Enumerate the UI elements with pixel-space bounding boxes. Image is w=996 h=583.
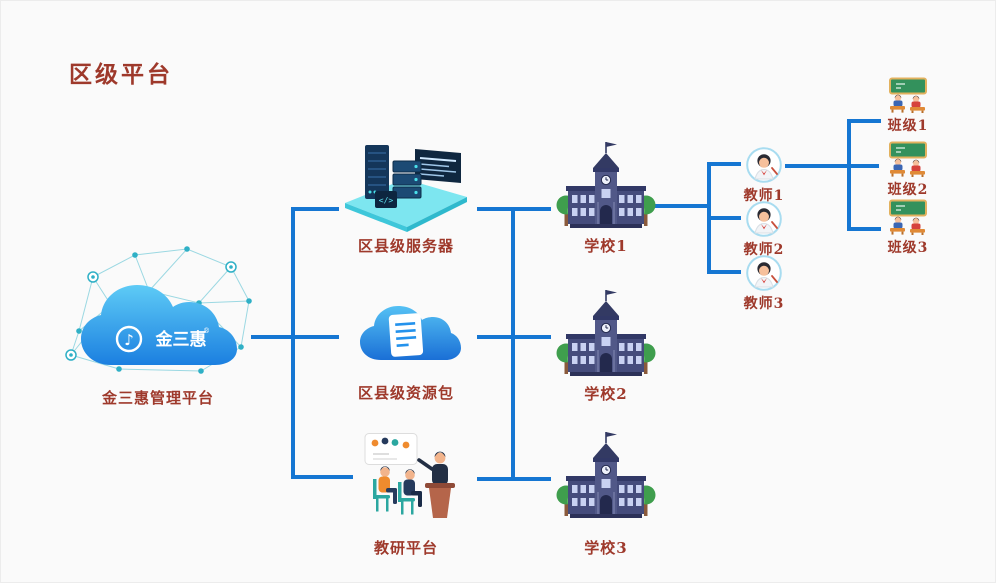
connector-line	[291, 475, 353, 479]
meeting-illustration	[364, 433, 455, 518]
listener-figure-2	[398, 469, 422, 515]
server-rack	[365, 145, 389, 199]
classroom-illustration	[885, 77, 931, 113]
svg-text:</>: </>	[379, 196, 394, 205]
node-class-3: 班级3	[873, 199, 943, 257]
connector-line	[477, 477, 551, 481]
teacher-avatar-icon	[746, 255, 782, 291]
connector-line	[707, 270, 741, 274]
node-district-resource: 区县级资源包	[349, 294, 463, 403]
resource-cloud-illustration	[360, 306, 461, 360]
node-label: 区县级服务器	[357, 237, 454, 255]
network-cloud-illustration: ♪ 金三惠 ®	[65, 246, 252, 374]
connector-line	[847, 227, 881, 231]
connector-line	[291, 207, 339, 211]
classroom-illustration	[885, 199, 931, 235]
document-icon	[388, 313, 424, 357]
node-label: 学校3	[584, 539, 628, 557]
teacher-avatar-icon	[746, 201, 782, 237]
connector-line	[785, 164, 879, 168]
school-illustration	[556, 287, 656, 381]
node-class-2: 班级2	[873, 141, 943, 199]
listener-figure-1	[373, 466, 397, 512]
connector-line	[653, 204, 711, 208]
school-illustration	[556, 429, 656, 523]
node-teacher-3: 教师3	[736, 255, 792, 313]
classroom-illustration	[885, 141, 931, 177]
connector-line	[511, 207, 515, 481]
node-label: 教师3	[743, 296, 785, 312]
teacher-avatar-icon	[746, 147, 782, 183]
logo-text: 金三惠	[155, 329, 207, 350]
node-label: 教师1	[743, 188, 785, 204]
connector-line	[477, 335, 551, 339]
node-label: 区县级资源包	[357, 384, 454, 402]
node-label: 金三惠管理平台	[101, 389, 214, 407]
node-label: 学校1	[584, 237, 628, 255]
diagram-title: 区级平台	[69, 61, 173, 88]
server-stack	[392, 160, 422, 199]
node-district-server: </> 区县级服务器	[339, 135, 473, 256]
node-label: 教研平台	[373, 539, 438, 557]
node-teacher-2: 教师2	[736, 201, 792, 259]
node-label: 班级2	[887, 182, 929, 198]
node-research-platform: 教研平台	[353, 433, 459, 558]
logo-registered-mark: ®	[203, 327, 210, 335]
node-label: 班级3	[887, 240, 929, 256]
network-hub-nodes	[65, 261, 237, 361]
music-note-icon: ♪	[124, 331, 134, 349]
whiteboard	[364, 433, 418, 465]
connector-line	[251, 335, 339, 339]
server-illustration: </>	[345, 145, 467, 232]
connector-line	[847, 119, 851, 231]
presenter-figure	[417, 451, 455, 518]
node-label: 教师2	[743, 242, 785, 258]
node-school-2: 学校2	[551, 287, 661, 404]
connector-line	[477, 207, 551, 211]
podium	[429, 488, 451, 518]
connector-line	[707, 162, 741, 166]
connector-line	[847, 119, 881, 123]
node-school-3: 学校3	[551, 429, 661, 558]
node-school-1: 学校1	[551, 139, 661, 256]
code-screen: </>	[375, 191, 397, 208]
connector-line	[707, 216, 741, 220]
node-class-1: 班级1	[873, 77, 943, 135]
cloud-shape	[81, 285, 237, 365]
node-management-platform: ♪ 金三惠 ® 金三惠管理平台	[49, 243, 267, 408]
school-illustration	[556, 139, 656, 233]
node-teacher-1: 教师1	[736, 147, 792, 205]
node-label: 班级1	[887, 118, 929, 134]
connector-line	[291, 207, 295, 479]
brand-logo: ♪ 金三惠 ®	[115, 325, 210, 353]
logo-ring	[115, 325, 143, 353]
node-label: 学校2	[584, 385, 628, 403]
